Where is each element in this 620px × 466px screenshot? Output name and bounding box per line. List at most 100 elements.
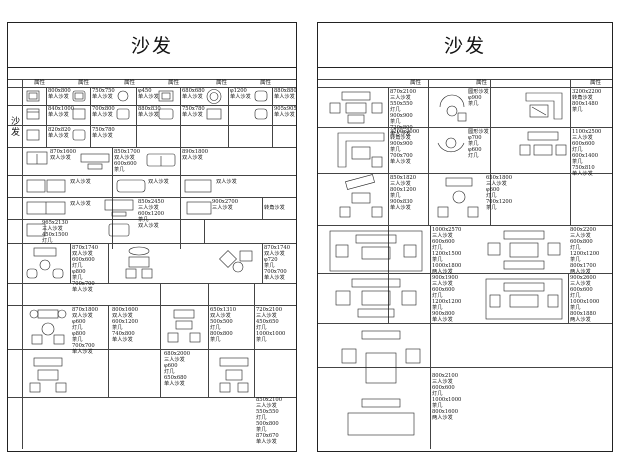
three-seat-sofa-symbol — [104, 199, 134, 217]
cell-label: φ1200 单人沙发 — [230, 88, 251, 100]
header-label: 属性 — [216, 80, 228, 86]
cell-label: 650x1800 三人沙发 φ600 灯几 700x1200 茶几 — [486, 175, 513, 211]
cell-label: 870x1800 双人沙发 φ600 灯几 φ800 茶几 700x700 单人… — [72, 307, 99, 355]
side-label: 沙发 — [11, 117, 21, 138]
armchair-symbol — [206, 108, 222, 120]
sofa-set-symbol — [167, 309, 201, 343]
round-sofa-symbol — [437, 137, 465, 153]
corner-sofa-symbol — [337, 132, 385, 168]
right-grid: 属性 属性 属性 870x2100 三人沙发 550x550 灯几 900x90… — [318, 67, 612, 451]
cell-label: φ450 单人沙发 — [138, 88, 159, 100]
cell-label: 680x2000 三人沙发 φ600 灯几 650x680 单人沙发 — [164, 351, 191, 387]
header-label: 属性 — [34, 80, 46, 86]
header-label: 属性 — [168, 80, 180, 86]
armchair-symbol — [26, 108, 40, 120]
cell-label: 双人沙发 — [70, 201, 91, 207]
loveseat-symbol — [116, 179, 146, 193]
cell-label: 750x780 单人沙发 — [182, 106, 205, 118]
armchair-symbol — [254, 90, 268, 102]
cell-label: 820x820 单人沙发 — [48, 127, 71, 139]
cell-label: 800x2100 三人沙发 600x600 灯几 1000x1000 茶几 80… — [432, 373, 462, 421]
sofa-table-symbol — [80, 153, 110, 170]
cell-label: 双人沙发 — [70, 179, 91, 185]
cell-label: 850x1820 三人沙发 800x1200 茶几 900x830 单人沙发 — [390, 175, 417, 211]
cell-label: 800x1600 双人沙发 600x1200 茶几 740x800 单人沙发 — [112, 307, 139, 343]
sofa-set-symbol — [437, 177, 479, 218]
cell-label: 870x1740 双人沙发 600x600 灯几 φ800 茶几 700x700… — [72, 245, 99, 293]
header-label: 属性 — [260, 80, 272, 86]
sofa-set-symbol — [339, 174, 383, 218]
cell-label: 800x2200 三人沙发 600x800 灯几 1200x1200 茶几 80… — [570, 227, 600, 275]
sofa-set-symbol — [329, 230, 423, 272]
cell-label: 转角沙发 — [264, 205, 285, 211]
right-sheet: 沙发 属性 属性 属性 870x2100 三人沙发 550x550 灯几 900… — [317, 22, 613, 452]
cell-label: 750x780 单人沙发 — [92, 127, 115, 139]
three-seat-sofa-symbol — [186, 201, 212, 215]
cell-label: 965x2130 三人沙发 450x1500 灯几 — [42, 220, 69, 244]
cell-label: 890x1800 双人沙发 — [182, 149, 209, 161]
cell-label: 650x1310 双人沙发 500x500 灯几 800x800 茶几 — [210, 307, 237, 343]
cell-label: 900x1900 三人沙发 600x600 灯几 1200x1200 茶几 90… — [432, 275, 462, 323]
cell-label: 圆形沙发 φ700 茶几 φ600 灯几 — [468, 129, 489, 159]
cell-label: 840x1000 单人沙发 — [48, 106, 75, 118]
cell-label: 850x1700 双人沙发 600x600 茶几 — [114, 149, 141, 173]
cell-label: 700x800 单人沙发 — [92, 106, 115, 118]
armchair-symbol — [72, 90, 86, 102]
round-sofa-symbol — [206, 89, 222, 104]
sofa-set-symbol — [219, 250, 253, 273]
sheet-title: 沙发 — [318, 23, 612, 68]
cell-label: 850x2100 三人沙发 550x550 灯几 500x800 茶几 870x… — [256, 397, 283, 445]
sofa-set-symbol — [125, 246, 153, 279]
cell-label: 双人沙发 — [216, 179, 237, 185]
sofa-set-symbol — [335, 278, 417, 318]
loveseat-symbol — [26, 151, 48, 165]
cell-label: 750x750 单人沙发 — [92, 88, 115, 100]
cell-label: 870x2100 三人沙发 550x550 灯几 900x900 茶几 720x… — [390, 89, 417, 137]
sofa-set-symbol — [29, 357, 67, 393]
cell-label: 900x2600 三人沙发 600x600 灯几 1000x1000 茶几 80… — [570, 275, 600, 323]
sheet-title: 沙发 — [8, 23, 296, 68]
header-label: 属性 — [476, 80, 488, 86]
cell-label: 3200x2000 转角沙发 900x900 茶几 700x700 单人沙发 — [390, 129, 420, 165]
loveseat-symbol — [26, 179, 66, 193]
cell-label: 双人沙发 — [138, 223, 159, 229]
loveseat-symbol — [146, 153, 176, 167]
cell-label: 880x830 单人沙发 — [138, 106, 161, 118]
loveseat-symbol — [26, 201, 66, 215]
sofa-set-symbol — [26, 247, 64, 279]
armchair-symbol — [26, 90, 40, 102]
sofa-set-symbol — [485, 278, 563, 320]
sofa-set-symbol — [29, 309, 67, 345]
header-label: 属性 — [78, 80, 90, 86]
header-label: 属性 — [590, 80, 602, 86]
armchair-symbol — [116, 108, 130, 120]
sofa-set-symbol — [219, 357, 249, 393]
cell-label: 870x1740 双人沙发 φ720 茶几 700x700 单人沙发 — [264, 245, 291, 281]
cell-label: 680x680 单人沙发 — [182, 88, 205, 100]
header-label: 属性 — [410, 80, 422, 86]
cell-label: 800x800 单人沙发 — [48, 88, 71, 100]
armchair-symbol — [72, 129, 86, 141]
armchair-symbol — [158, 90, 174, 102]
three-seat-sofa-symbol — [26, 223, 46, 237]
cell-label: 900x2700 三人沙发 — [212, 199, 239, 211]
loveseat-symbol — [184, 179, 212, 193]
left-sheet: 沙发 沙发 属性 属性 — [7, 22, 297, 452]
header-label: 属性 — [124, 80, 136, 86]
cell-label: 圆形沙发 φ900 茶几 — [468, 89, 489, 107]
cell-label: 720x2100 三人沙发 450x650 灯几 1000x1000 茶几 — [256, 307, 286, 343]
cell-label: 880x880 单人沙发 — [274, 88, 297, 100]
left-grid: 沙发 属性 属性 属性 属 — [8, 67, 297, 451]
sofa-set-symbol — [487, 230, 561, 270]
armchair-symbol — [26, 129, 40, 141]
cell-label: 870x1600 双人沙发 — [50, 149, 77, 161]
cell-label: 905x905 单人沙发 — [274, 106, 297, 118]
round-sofa-symbol — [439, 94, 467, 122]
sofa-set-symbol — [329, 91, 383, 124]
armchair-symbol — [72, 108, 86, 120]
sofa-set-symbol — [341, 330, 421, 436]
armchair-symbol — [254, 108, 268, 120]
cell-label: 1100x2500 三人沙发 600x600 灯几 600x1400 茶几 75… — [572, 129, 602, 177]
armchair-symbol — [117, 90, 129, 102]
cell-label: 1000x2570 三人沙发 600x600 灯几 1200x1500 茶几 1… — [432, 227, 462, 275]
